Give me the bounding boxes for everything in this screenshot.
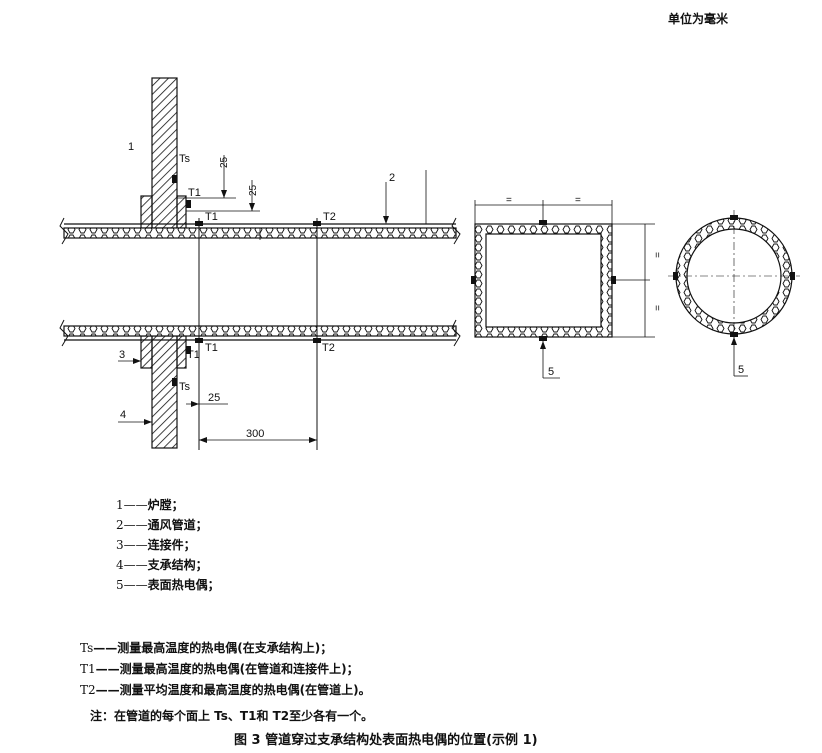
label-ts-top: Ts bbox=[179, 153, 191, 165]
label-ts-bot: Ts bbox=[179, 381, 191, 393]
symbol-definitions: Ts——测量最高温度的热电偶(在支承结构上)； T1——测量最高温度的热电偶(在… bbox=[80, 638, 371, 701]
thermocouple-t1-pipe-top bbox=[195, 221, 203, 226]
label-t1-wall-bot: T1 bbox=[187, 349, 200, 361]
connector-bot-left bbox=[140, 335, 153, 369]
legend-item: 5——表面热电偶； bbox=[116, 578, 220, 592]
symbol-item: Ts——测量最高温度的热电偶(在支承结构上)； bbox=[80, 641, 333, 655]
label-t2-top: T2 bbox=[323, 211, 336, 223]
round-thermocouple-top bbox=[730, 215, 738, 220]
legend-item: 4——支承结构； bbox=[116, 558, 208, 572]
dim-eq-3: = bbox=[651, 252, 662, 258]
round-thermocouple-bot bbox=[730, 332, 738, 337]
callout-4: 4 bbox=[120, 409, 126, 421]
round-thermocouple-left bbox=[673, 272, 678, 280]
symbol-item: T2——测量平均温度和最高温度的热电偶(在管道上)。 bbox=[80, 683, 371, 697]
legend-item: 3——连接件； bbox=[116, 538, 196, 552]
legend-item: 1——炉膛； bbox=[116, 498, 184, 512]
dim-25-c: 25 bbox=[208, 392, 220, 404]
thermocouple-t2-bot bbox=[313, 338, 321, 343]
note-text: 注：在管道的每个面上 Ts、T1和 T2至少各有一个。 bbox=[90, 709, 374, 723]
dim-eq-1: = bbox=[506, 195, 512, 206]
dim-25-a: 25 bbox=[219, 156, 230, 168]
thermocouple-t2-top bbox=[313, 221, 321, 226]
label-t2-bot: T2 bbox=[322, 342, 335, 354]
label-t1-pipe-bot: T1 bbox=[205, 342, 218, 354]
connector-top-right bbox=[176, 195, 187, 229]
thermocouple-ts-top bbox=[172, 175, 177, 183]
units-note: 单位为毫米 bbox=[668, 12, 729, 26]
figure-caption: 图 3 管道穿过支承结构处表面热电偶的位置(示例 1) bbox=[234, 733, 538, 748]
legend-list: 1——炉膛； 2——通风管道； 3——连接件； 4——支承结构； 5——表面热电… bbox=[116, 495, 220, 595]
pipe-penetration-diagram: 1 2 3 4 5 5 Ts T1 T1 T2 T1 T1 T2 Ts 25 2… bbox=[59, 77, 800, 450]
connector-bot-right bbox=[176, 335, 187, 369]
legend-item: 2——通风管道； bbox=[116, 518, 208, 532]
support-wall-lower bbox=[151, 335, 178, 449]
callout-5-square: 5 bbox=[548, 366, 554, 378]
thermocouple-ts-bot bbox=[172, 378, 177, 386]
callout-5-round: 5 bbox=[738, 364, 744, 376]
callout-1: 1 bbox=[128, 141, 134, 153]
support-wall-upper bbox=[151, 77, 178, 229]
square-thermocouple-bot bbox=[539, 336, 547, 341]
dim-eq-2: = bbox=[575, 195, 581, 206]
label-t1-wall-top: T1 bbox=[188, 187, 201, 199]
square-section-inner bbox=[485, 233, 602, 328]
dim-300: 300 bbox=[246, 428, 264, 440]
thermocouple-t1-wall-bot bbox=[186, 346, 191, 354]
square-thermocouple-left bbox=[471, 276, 476, 284]
thermocouple-t1-pipe-bot bbox=[195, 338, 203, 343]
callout-2: 2 bbox=[389, 172, 395, 184]
callout-3: 3 bbox=[119, 349, 125, 361]
symbol-item: T1——测量最高温度的热电偶(在管道和连接件上)； bbox=[80, 662, 359, 676]
label-t1-pipe-top: T1 bbox=[205, 211, 218, 223]
dim-25-b: 25 bbox=[248, 184, 259, 196]
dim-eq-4: = bbox=[651, 305, 662, 311]
round-thermocouple-right bbox=[790, 272, 795, 280]
thermocouple-t1-wall-top bbox=[186, 200, 191, 208]
square-thermocouple-top bbox=[539, 220, 547, 225]
square-thermocouple-right bbox=[611, 276, 616, 284]
connector-top-left bbox=[140, 195, 153, 229]
duct-bottom-wall bbox=[63, 325, 457, 337]
